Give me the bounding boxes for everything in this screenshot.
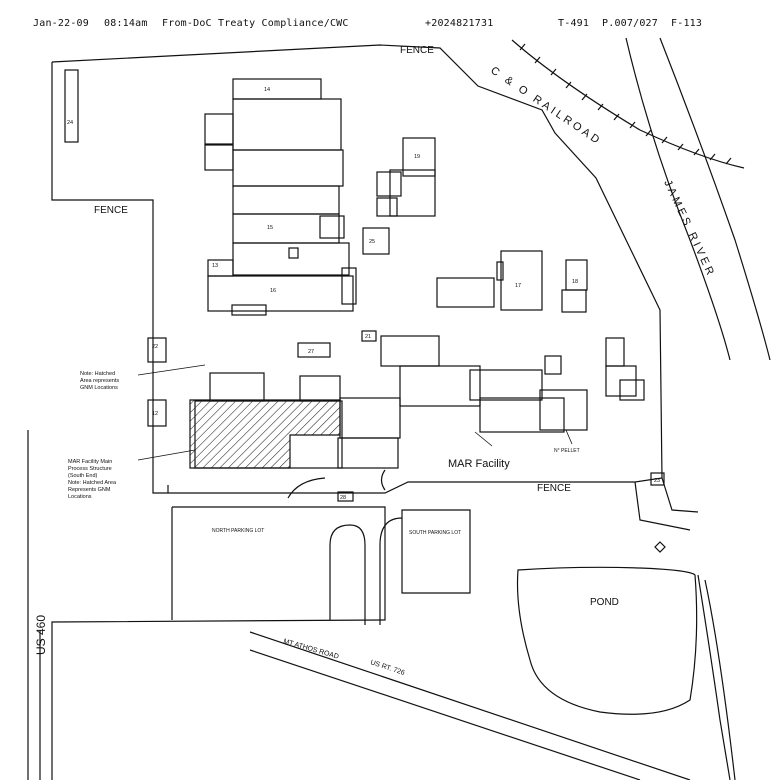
fax-date: Jan-22-09 xyxy=(33,18,89,29)
highway-label: US 460 xyxy=(34,615,48,655)
railroad-track xyxy=(511,39,745,169)
building-number-23: 23 xyxy=(654,478,660,484)
note-hatched-line-1: Note: Hatched xyxy=(80,371,115,377)
building-number-19: 19 xyxy=(414,154,420,160)
building-number-25: 25 xyxy=(369,239,375,245)
building-number-14: 14 xyxy=(264,87,270,93)
building-number-28: 28 xyxy=(340,495,346,501)
fax-t-code: T-491 xyxy=(558,18,590,29)
railroad-label: C & O RAILROAD xyxy=(488,65,604,148)
building-number-17: 17 xyxy=(515,283,521,289)
marker-diamond xyxy=(654,541,666,553)
fence-label-left: FENCE xyxy=(94,205,128,216)
perimeter-fence xyxy=(51,44,663,494)
road-label: MT ATHOS ROAD xyxy=(282,638,339,661)
pellet-label: N° PELLET xyxy=(554,448,580,454)
pond xyxy=(516,566,698,715)
building-number-24: 24 xyxy=(67,120,73,126)
fax-f-code: F-113 xyxy=(671,18,703,29)
building-number-12: 12 xyxy=(152,411,158,417)
fence-label-top: FENCE xyxy=(400,45,434,56)
building-17 xyxy=(496,250,543,311)
fax-page: P.007/027 xyxy=(602,18,658,29)
north-building-cluster xyxy=(204,78,357,316)
hatched-gnm-area xyxy=(189,399,341,469)
facility-leader xyxy=(474,431,493,447)
building-25 xyxy=(362,227,390,255)
note-leader-hatched xyxy=(137,364,206,376)
site-roads xyxy=(27,430,699,780)
building-19-cluster xyxy=(376,137,436,217)
note-leader-mar xyxy=(137,449,196,461)
fax-time: 08:14am xyxy=(104,18,148,29)
note-mar-line-2: Process Structure xyxy=(68,466,112,472)
building-number-13: 13 xyxy=(212,263,218,269)
note-mar-line-5: Represents GNM xyxy=(68,487,111,493)
note-mar-line-1: MAR Facility Main xyxy=(68,459,112,465)
note-mar-line-3: (South End) xyxy=(68,473,98,479)
note-hatched-line-3: GNM Locations xyxy=(80,385,118,391)
building-24 xyxy=(64,69,79,143)
building-16 xyxy=(436,277,495,308)
building-cluster-east xyxy=(605,337,645,401)
fax-phone: +2024821731 xyxy=(425,18,494,29)
river-label: JAMES RIVER xyxy=(661,178,717,279)
fax-sender: From-DoC Treaty Compliance/CWC xyxy=(162,18,349,29)
building-18 xyxy=(561,259,588,313)
fence-label-bottom: FENCE xyxy=(537,483,571,494)
building-number-16: 16 xyxy=(270,288,276,294)
building-23 xyxy=(650,472,665,486)
pellet-leader xyxy=(565,429,573,445)
note-mar-line-6: Locations xyxy=(68,494,92,500)
building-number-21: 21 xyxy=(365,334,371,340)
east-access-road-edge xyxy=(704,579,736,780)
note-hatched-line-2: Area represents xyxy=(80,378,119,384)
building-number-22: 22 xyxy=(152,344,158,350)
note-mar-line-4: Note: Hatched Area xyxy=(68,480,117,486)
building-number-15: 15 xyxy=(267,225,273,231)
south-parking-label: SOUTH PARKING LOT xyxy=(409,530,461,536)
building-number-18: 18 xyxy=(572,279,578,285)
east-access-road xyxy=(697,574,731,780)
james-river-banks xyxy=(625,37,771,361)
pond-label: POND xyxy=(590,597,619,608)
building-number-27: 27 xyxy=(308,349,314,355)
north-parking-label: NORTH PARKING LOT xyxy=(212,528,264,534)
facility-label: MAR Facility xyxy=(448,458,510,470)
